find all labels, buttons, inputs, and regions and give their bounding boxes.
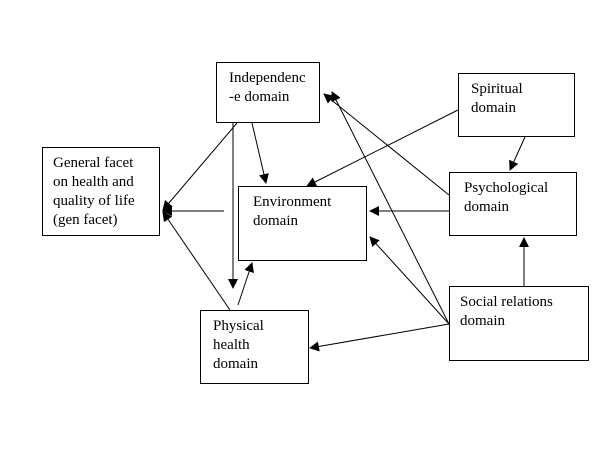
arrow-phy-to-env [237, 262, 254, 306]
physical-health-domain-line-2: health [213, 337, 250, 353]
general-facet-line-1: General facet [53, 155, 134, 171]
spiritual-domain-line-2: domain [471, 100, 516, 116]
physical-health-domain-box: Physical health domain [200, 310, 309, 384]
arrow-spi-to-env [306, 109, 459, 187]
independence-domain-line-2: -e domain [229, 89, 290, 105]
arrow-ind-to-env [251, 122, 269, 184]
arrow-spi-to-psy [509, 136, 526, 171]
arrow-soc-to-ind [331, 91, 450, 325]
social-relations-domain-line-1: Social relations [460, 294, 553, 310]
physical-health-domain-line-1: Physical [213, 318, 264, 334]
arrow-phy-to-gen [162, 211, 231, 311]
psychological-domain-box: Psychological domain [449, 172, 577, 236]
spiritual-domain-box: Spiritual domain [458, 73, 575, 137]
social-relations-domain-box: Social relations domain [449, 286, 589, 361]
social-relations-domain-line-2: domain [460, 313, 505, 329]
psychological-domain-line-2: domain [464, 199, 509, 215]
environment-domain-line-2: domain [253, 213, 298, 229]
general-facet-line-3: quality of life [53, 193, 135, 209]
arrow-ind-to-gen [162, 122, 238, 211]
physical-health-domain-line-3: domain [213, 356, 258, 372]
general-facet-line-4: (gen facet) [53, 212, 118, 228]
environment-domain-box: Environment domain [238, 186, 367, 261]
independence-domain-box: Independenc -e domain [216, 62, 320, 123]
arrow-soc-to-env [369, 236, 450, 325]
arrow-soc-to-phy [309, 323, 450, 352]
arrow-psy-to-ind [323, 93, 450, 196]
general-facet-box: General facet on health and quality of l… [42, 147, 160, 236]
environment-domain-line-1: Environment [253, 194, 332, 210]
independence-domain-line-1: Independenc [229, 70, 306, 86]
psychological-domain-line-1: Psychological [464, 180, 549, 196]
spiritual-domain-line-1: Spiritual [471, 81, 523, 97]
general-facet-line-2: on health and [53, 174, 134, 190]
